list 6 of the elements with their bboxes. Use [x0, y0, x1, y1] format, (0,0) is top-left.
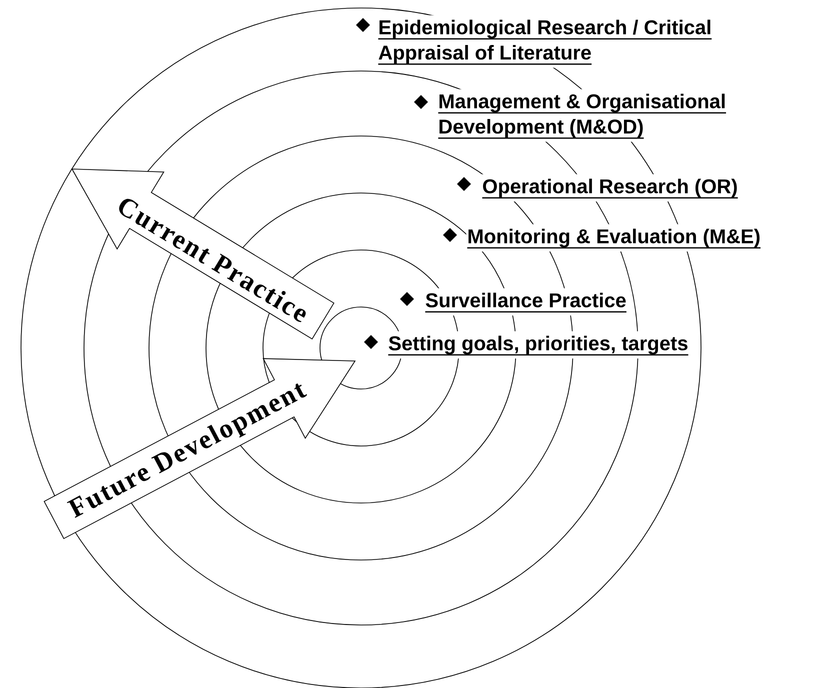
underlined-label: Operational Research (OR) — [481, 174, 739, 202]
underlined-label: Monitoring & Evaluation (M&E) — [466, 224, 762, 252]
underlined-label: Epidemiological Research / Critical Appraisal of Literature — [377, 15, 713, 68]
underlined-label: Surveillance Practice — [424, 288, 628, 316]
underlined-label: Management & Organisational Development (M&OD) — [437, 89, 728, 142]
underlined-label: Setting goals, priorities, targets — [387, 331, 690, 358]
